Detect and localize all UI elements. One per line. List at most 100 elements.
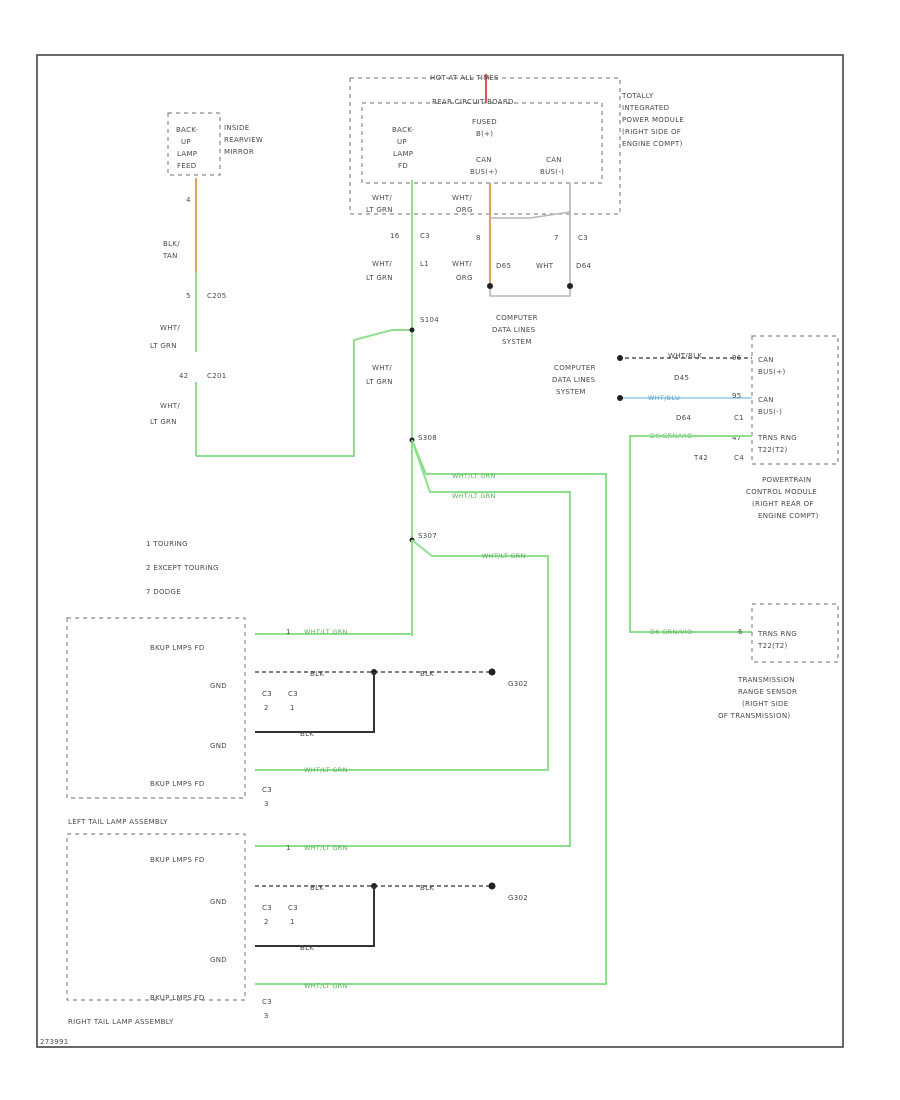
blk-tan-label-2: TAN <box>162 252 178 260</box>
can-c3-b: C3 <box>578 234 588 242</box>
fused-label-1: FUSED <box>472 118 497 126</box>
mirror-label-4: FEED <box>177 162 196 170</box>
branch-ltl-label: WHT/LT GRN <box>482 552 526 560</box>
inside-mirror-label-1: INSIDE <box>224 124 249 132</box>
tr-label-3: (RIGHT SIDE <box>742 700 788 708</box>
s104-label: S104 <box>420 316 439 324</box>
tipm-label-1: TOTALLY <box>621 92 654 100</box>
pcm-box <box>751 335 839 465</box>
rt-c3-2: C3 <box>288 904 298 912</box>
can-org-2: ORG <box>456 274 473 282</box>
cdl2-label-1: COMPUTER <box>554 364 596 372</box>
lt-pin-1a: 1 <box>286 628 291 636</box>
c201-label: C201 <box>207 372 226 380</box>
inside-mirror-box <box>167 112 221 176</box>
lt-pin-2: 2 <box>264 704 269 712</box>
pcm-can-minus-2: BUS(-) <box>758 408 782 416</box>
lt-pin-3: 3 <box>264 800 269 808</box>
lt-blk-1: BLK <box>310 670 324 678</box>
rt-gnd2-wire <box>255 886 375 947</box>
mirror-wht-ltgrn-2: WHT/ <box>160 402 180 410</box>
rt-pin-1: 1 <box>290 918 295 926</box>
pcm-pin-95: 95 <box>732 392 742 400</box>
pcm-label-3: (RIGHT REAR OF <box>752 500 814 508</box>
mirror-ltgrn-1: LT GRN <box>150 342 177 350</box>
rt-pin-3: 3 <box>264 1012 269 1020</box>
tipm-box <box>349 77 621 215</box>
mirror-label-2: UP <box>181 138 191 146</box>
pcm-can-minus-1: CAN <box>758 396 774 404</box>
tipm-c3-a: C3 <box>420 232 430 240</box>
tipm-backup-label-4: FD <box>398 162 408 170</box>
s307-label: S307 <box>418 532 437 540</box>
pcm-c1: C1 <box>734 414 744 422</box>
right-tail-lamp-label: RIGHT TAIL LAMP ASSEMBLY <box>68 1018 174 1026</box>
can-bus-plus-label-1: CAN <box>476 156 492 164</box>
cdl-label-2: DATA LINES <box>492 326 536 334</box>
mirror-pin-5: 5 <box>186 292 191 300</box>
rt-c3-1: C3 <box>262 904 272 912</box>
pcm-pin-96: 96 <box>732 354 742 362</box>
trs2-label-1: TRNS RNG <box>757 630 797 638</box>
can-wht: WHT <box>536 262 554 270</box>
branch-right-tail-upper-wire <box>255 439 571 847</box>
can-wht-org-1: WHT/ <box>452 194 472 202</box>
pcm-label-4: ENGINE COMPT) <box>758 512 819 520</box>
cdl-bracket <box>489 286 571 297</box>
tipm-ltgrn-1: LT GRN <box>366 206 393 214</box>
cdl-label-1: COMPUTER <box>496 314 538 322</box>
mirror-wht-ltgrn-1: WHT/ <box>160 324 180 332</box>
legend-except-touring: 2 EXCEPT TOURING <box>146 564 219 572</box>
can-org-1: ORG <box>456 206 473 214</box>
legend-dodge: 7 DODGE <box>146 588 181 596</box>
lt-pin-1: 1 <box>290 704 295 712</box>
s308-label: S308 <box>418 434 437 442</box>
rt-pin-1a: 1 <box>286 844 291 852</box>
tr-label-1: TRANSMISSION <box>737 676 795 684</box>
pcm-to-trs-wire <box>629 435 752 633</box>
pcm-can-plus-1: CAN <box>758 356 774 364</box>
can-d64: D64 <box>576 262 591 270</box>
fused-label-2: B(+) <box>476 130 493 138</box>
pcm-label-2: CONTROL MODULE <box>746 488 817 496</box>
can-bus-plus-label-2: BUS(+) <box>470 168 498 176</box>
c205-label: C205 <box>207 292 226 300</box>
rt-g302: G302 <box>508 894 528 902</box>
tipm-ltgrn-3: LT GRN <box>366 378 393 386</box>
rt-wire-1-label: WHT/LT GRN <box>304 844 348 852</box>
tipm-wht-1: WHT/ <box>372 194 392 202</box>
rt-gnd-1: GND <box>210 898 227 906</box>
lt-wire-1-label: WHT/LT GRN <box>304 628 348 636</box>
pcm-can-minus-dot <box>617 395 623 401</box>
lt-gnd2-wire <box>255 672 375 733</box>
cdl2-label-2: DATA LINES <box>552 376 596 384</box>
branch-rt-label: WHT/LT GRN <box>452 472 496 480</box>
can-bus-minus-label-1: CAN <box>546 156 562 164</box>
right-tail-lamp-box <box>66 833 246 1001</box>
left-tail-lamp-box <box>66 617 246 799</box>
can-wht-org-2: WHT/ <box>452 260 472 268</box>
left-tail-lamp-label: LEFT TAIL LAMP ASSEMBLY <box>68 818 168 826</box>
cdl-dot-left <box>487 283 493 289</box>
cdl-dot-right <box>567 283 573 289</box>
tipm-backup-label-2: UP <box>397 138 407 146</box>
rear-circuit-board-box <box>361 102 603 184</box>
tipm-label-5: ENGINE COMPT) <box>622 140 683 148</box>
rt-g302-dot <box>488 882 496 890</box>
trs-box <box>751 603 839 663</box>
can-d65: D65 <box>496 262 511 270</box>
lt-g302-dot <box>488 668 496 676</box>
pcm-pin-47: 47 <box>732 434 742 442</box>
inside-mirror-label-3: MIRROR <box>224 148 254 156</box>
legend-touring: 1 TOURING <box>146 540 188 548</box>
lt-wire-2-label: WHT/LT GRN <box>304 766 348 774</box>
pcm-can-plus-dot <box>617 355 623 361</box>
lt-c3-1: C3 <box>262 690 272 698</box>
lt-bkup-fd-1: BKUP LMPS FD <box>150 644 205 652</box>
tipm-pin-16: 16 <box>390 232 400 240</box>
rt-blk-2: BLK <box>420 884 434 892</box>
rt-gnd-2: GND <box>210 956 227 964</box>
pcm-d45: D45 <box>674 374 689 382</box>
pcm-d64: D64 <box>676 414 691 422</box>
